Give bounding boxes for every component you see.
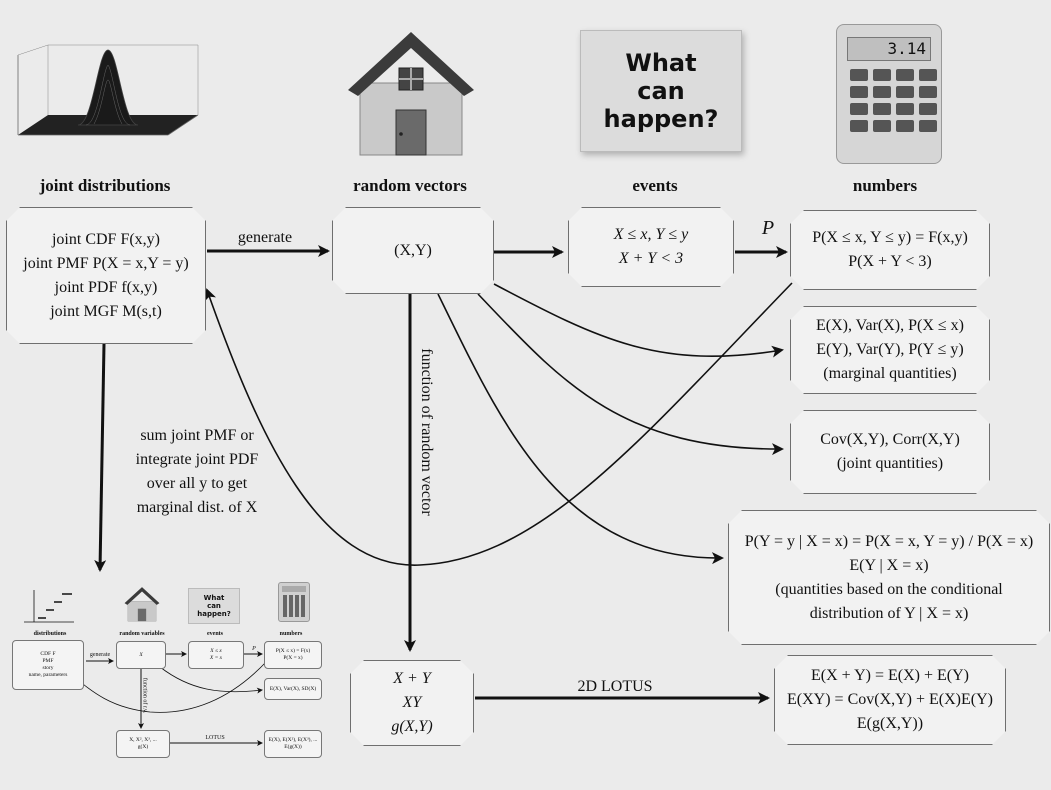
mini-func-1: X, X², X³, ...	[129, 737, 157, 743]
function-sum: X + Y	[393, 670, 431, 687]
mini-note-text: What can happen?	[197, 594, 231, 618]
cov-corr: Cov(X,Y), Corr(X,Y)	[820, 431, 960, 448]
conditional-box: P(Y = y | X = x) = P(X = x, Y = y) / P(X…	[728, 510, 1050, 645]
mini-calculator-icon	[278, 582, 310, 622]
conditional-note-1: (quantities based on the conditional	[775, 580, 1003, 598]
joint-mgf: joint MGF M(s,t)	[50, 302, 162, 320]
mini-label-P: P	[252, 646, 256, 652]
joint-dist-box: joint CDF F(x,y) joint PMF P(X = x,Y = y…	[6, 207, 206, 344]
mini-number-2: P(X = x)	[283, 655, 303, 661]
sticky-note-icon: What can happen?	[580, 30, 742, 152]
mini-dist-box: CDF F PMF story name, parameters	[12, 640, 84, 690]
label-lotus: 2D LOTUS	[577, 678, 653, 695]
mini-number-3: E(X), Var(X), SD(X)	[269, 685, 317, 692]
mini-lotus-box: E(X), E(X²), E(X³), ... E(g(X))	[264, 730, 322, 758]
mini-numbers-box-2: E(X), Var(X), SD(X)	[264, 678, 322, 700]
lotus-g: E(g(X,Y))	[856, 715, 924, 732]
lotus-results-box: E(X + Y) = E(X) + E(Y) E(XY) = Cov(X,Y) …	[774, 655, 1006, 745]
house-icon	[348, 32, 474, 156]
function-product: XY	[402, 694, 422, 711]
header-random-vectors: random vectors	[353, 176, 467, 195]
event-2: X + Y < 3	[618, 250, 684, 267]
mini-rv: X	[139, 651, 143, 658]
conditional-note-2: distribution of Y | X = x)	[809, 604, 969, 622]
marginal-box: E(X), Var(X), P(X ≤ x) E(Y), Var(Y), P(Y…	[790, 306, 990, 394]
header-joint-distributions: joint distributions	[39, 176, 171, 195]
lotus-sum: E(X + Y) = E(X) + E(Y)	[811, 667, 969, 684]
header-numbers: numbers	[852, 176, 918, 195]
mini-rv-box: X	[116, 641, 166, 669]
mini-house-icon	[124, 587, 160, 622]
mini-event-2: X = x	[209, 655, 223, 661]
mini-note-icon: What can happen?	[188, 588, 240, 624]
mini-header-random-variables: random variables	[119, 631, 165, 637]
marginal-note: (marginal quantities)	[823, 365, 957, 382]
mini-header-events: events	[207, 631, 223, 637]
mini-dist-pmf: PMF	[42, 658, 54, 664]
joint-pmf: joint PMF P(X = x,Y = y)	[23, 254, 189, 272]
mini-numbers-box: P(X ≤ x) = F(x) P(X = x)	[264, 641, 322, 669]
joint-pdf: joint PDF f(x,y)	[54, 278, 158, 296]
marginal-note-1: sum joint PMF or	[140, 427, 254, 444]
mini-number-1: P(X ≤ x) = F(x)	[275, 648, 311, 654]
calculator-icon: 3.14	[836, 24, 942, 164]
conditional-expectation: E(Y | X = x)	[849, 556, 929, 574]
arrow-to-conditional	[437, 293, 724, 565]
mini-func-2: g(X)	[137, 744, 149, 750]
arrow-to-joint-quantities	[477, 293, 784, 456]
marginal-note-3: over all y to get	[146, 475, 248, 492]
probability-1: P(X ≤ x, Y ≤ y) = F(x,y)	[812, 229, 968, 246]
mini-event-1: X ≤ x	[210, 648, 222, 654]
mini-header-distributions: distributions	[33, 631, 67, 637]
header-events: events	[632, 176, 678, 195]
mini-lotus-2: E(g(X))	[284, 744, 302, 750]
label-P: P	[761, 217, 775, 239]
events-box: X ≤ x, Y ≤ y X + Y < 3	[568, 207, 734, 287]
probabilities-box: P(X ≤ x, Y ≤ y) = F(x,y) P(X + Y < 3)	[790, 210, 990, 290]
mini-header-numbers: numbers	[279, 631, 303, 637]
mini-dist-cdf: CDF F	[40, 651, 56, 657]
arrow-to-marginal	[493, 283, 784, 358]
mini-lotus-1: E(X), E(X²), E(X³), ...	[268, 737, 318, 743]
mini-label-lotus: LOTUS	[205, 735, 225, 741]
random-vector-box: (X,Y)	[332, 207, 494, 294]
mini-label-generate: generate	[89, 652, 111, 658]
marginal-y: E(Y), Var(Y), P(Y ≤ y)	[816, 341, 964, 358]
lotus-product: E(XY) = Cov(X,Y) + E(X)E(Y)	[787, 691, 993, 708]
mini-events-box: X ≤ x X = x	[188, 641, 244, 669]
marginal-note-4: marginal dist. of X	[136, 499, 258, 516]
random-vector: (X,Y)	[394, 241, 432, 259]
conditional-pmf: P(Y = y | X = x) = P(X = x, Y = y) / P(X…	[744, 532, 1034, 550]
marginal-x: E(X), Var(X), P(X ≤ x)	[815, 317, 964, 334]
mini-dist-name: name, parameters	[28, 672, 68, 678]
label-marginal-note: sum joint PMF or integrate joint PDF ove…	[112, 424, 282, 520]
arrow-back-to-joint	[204, 282, 793, 566]
note-text: What can happen?	[603, 49, 719, 133]
function-g: g(X,Y)	[391, 718, 433, 735]
arrow-marginal-dist	[94, 343, 107, 572]
label-function-of-random-vector: function of random vector	[418, 348, 435, 516]
mini-label-function: function of r.v.	[141, 677, 148, 714]
mini-dist-story: story	[42, 665, 54, 671]
functions-box: X + Y XY g(X,Y)	[350, 660, 474, 746]
marginal-note-2: integrate joint PDF	[135, 451, 259, 468]
surface-plot-icon	[17, 44, 199, 136]
mini-func-box: X, X², X³, ... g(X)	[116, 730, 170, 758]
mini-cdf-icon	[24, 590, 74, 623]
joint-cdf: joint CDF F(x,y)	[51, 230, 160, 248]
event-1: X ≤ x, Y ≤ y	[613, 226, 689, 243]
joint-quantities-box: Cov(X,Y), Corr(X,Y) (joint quantities)	[790, 410, 990, 494]
probability-2: P(X + Y < 3)	[848, 253, 932, 270]
label-generate: generate	[237, 229, 293, 246]
joint-quantities-note: (joint quantities)	[836, 455, 944, 472]
calculator-display: 3.14	[847, 37, 931, 61]
